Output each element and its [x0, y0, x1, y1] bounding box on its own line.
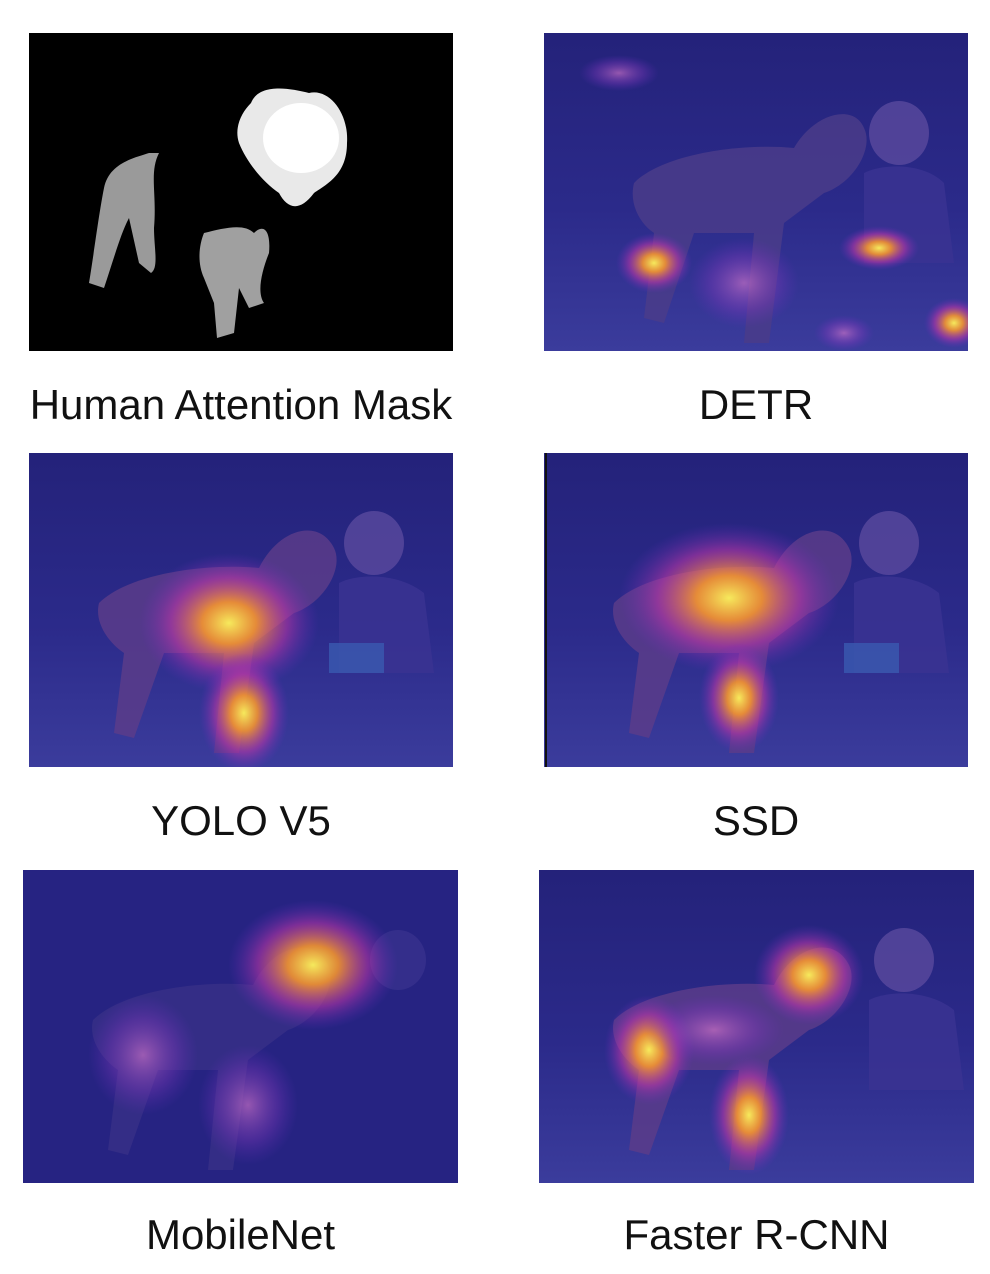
- ssd-graphic: [544, 453, 968, 767]
- mask-graphic: [29, 33, 453, 351]
- faster-rcnn-heatmap-image: [539, 870, 974, 1183]
- caption-detr: DETR: [698, 381, 814, 428]
- ssd-heatmap-image: [544, 453, 968, 767]
- detr-graphic: [544, 33, 968, 351]
- yolo-graphic: [29, 453, 453, 767]
- human-attention-mask-image: [29, 33, 453, 351]
- detr-heatmap-image: [544, 33, 968, 351]
- caption-human-attention-mask: Human Attention Mask: [29, 381, 453, 428]
- mobilenet-graphic: [23, 870, 458, 1183]
- faster-rcnn-graphic: [539, 870, 974, 1183]
- mobilenet-heatmap-image: [23, 870, 458, 1183]
- caption-ssd: SSD: [712, 797, 800, 844]
- caption-mobilenet: MobileNet: [145, 1211, 336, 1258]
- caption-yolo-v5: YOLO V5: [151, 797, 331, 844]
- caption-faster-rcnn: Faster R-CNN: [623, 1211, 890, 1258]
- yolo-v5-heatmap-image: [29, 453, 453, 767]
